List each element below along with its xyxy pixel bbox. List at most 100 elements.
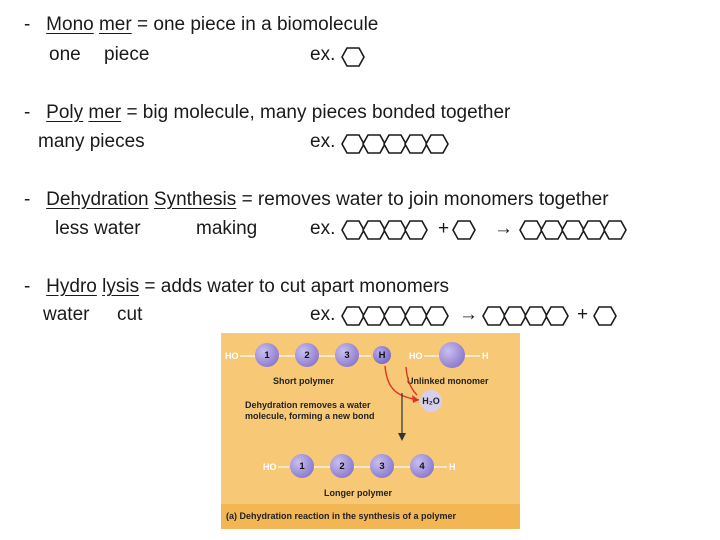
dehydration-sub-making: making <box>196 218 258 239</box>
hydrolysis-sub-water: water <box>43 304 90 325</box>
hexagon-icon <box>561 220 585 240</box>
monomer-number: 3 <box>379 461 384 472</box>
hexagon-icon <box>404 220 428 240</box>
monomer-circle <box>255 343 279 367</box>
hexagon-icon <box>603 220 627 240</box>
hexagon-icon <box>383 220 407 240</box>
down-arrow-icon <box>398 433 406 441</box>
dehydration-arrow: → <box>494 218 513 239</box>
hexagon-icon <box>452 220 476 240</box>
dehydration-reaction-figure: HO 1 2 3 H HO H Short polymer Unlinked m… <box>221 333 520 529</box>
arrow-head-icon <box>412 395 419 403</box>
term-prefix: Dehydration <box>46 189 149 210</box>
dehydration-definition: - Dehydration Synthesis = removes water … <box>24 189 609 211</box>
polymer-example-label: ex. <box>310 131 336 152</box>
monomer-hexagon-icon <box>341 47 365 67</box>
hydrolysis-definition: - Hydro lysis = adds water to cut apart … <box>24 276 449 298</box>
hydrolysis-arrow: → <box>459 304 478 325</box>
dehydration-single-hexagon-icon <box>452 220 476 240</box>
unlinked-monomer-label: Unlinked monomer <box>407 376 489 386</box>
bullet-dash: - <box>24 189 31 210</box>
bullet-dash: - <box>24 102 31 123</box>
hexagon-icon <box>425 134 449 154</box>
monomer-number: 4 <box>419 461 425 472</box>
water-molecule-circle <box>420 390 442 412</box>
hydrolysis-example-label: ex. <box>310 304 336 325</box>
hexagon-icon <box>362 306 386 326</box>
monomer-circle <box>370 454 394 478</box>
monomer-number: 2 <box>339 461 344 472</box>
definition-text: = big molecule, many pieces bonded toget… <box>126 102 511 123</box>
caption-band <box>221 504 520 529</box>
term-suffix: lysis <box>102 276 140 297</box>
figure-caption: (a) Dehydration reaction in the synthesi… <box>226 511 457 521</box>
monomer-circle <box>295 343 319 367</box>
polymer-hexagon-chain-icon <box>341 134 449 154</box>
monomer-circle <box>439 342 465 368</box>
monomer-number: 1 <box>299 461 305 472</box>
term-suffix: mer <box>98 14 132 35</box>
h-label: H <box>449 462 456 472</box>
monomer-example-label: ex. <box>310 44 336 65</box>
hexagon-icon <box>341 47 365 67</box>
monomer-number: 1 <box>264 350 270 361</box>
hexagon-icon <box>482 306 506 326</box>
hydrolysis-product-chain-icon <box>482 306 569 326</box>
hydrolysis-sub-cut: cut <box>117 304 143 325</box>
removal-text-line1: Dehydration removes a water <box>245 400 371 410</box>
h-label: H <box>482 351 489 361</box>
hexagon-icon <box>383 306 407 326</box>
hexagon-icon <box>519 220 543 240</box>
dehydration-plus: + <box>438 218 450 239</box>
ho-label: HO <box>263 462 277 472</box>
definition-text: = adds water to cut apart monomers <box>144 276 450 297</box>
bullet-dash: - <box>24 276 31 297</box>
hexagon-icon <box>404 306 428 326</box>
term-prefix: Poly <box>46 102 84 123</box>
hexagon-icon <box>503 306 527 326</box>
removal-text-line2: molecule, forming a new bond <box>245 411 375 421</box>
hexagon-icon <box>362 134 386 154</box>
monomer-circle <box>330 454 354 478</box>
hydrogen-circle <box>373 346 391 364</box>
longer-polymer-label: Longer polymer <box>324 488 393 498</box>
water-formula: H₂O <box>422 396 440 406</box>
dehydration-sub-less-water: less water <box>55 218 141 239</box>
ho-label: HO <box>409 351 423 361</box>
monomer-number: 2 <box>304 350 309 361</box>
hexagon-icon <box>362 220 386 240</box>
monomer-circle <box>290 454 314 478</box>
monomer-definition: - Mono mer = one piece in a biomolecule <box>24 14 378 36</box>
bullet-dash: - <box>24 14 31 35</box>
hydrogen-label: H <box>379 350 386 361</box>
hydrolysis-single-hexagon-icon <box>593 306 617 326</box>
hexagon-icon <box>383 134 407 154</box>
term-suffix: Synthesis <box>153 189 237 210</box>
hexagon-icon <box>341 306 365 326</box>
dehydration-product-chain-icon <box>519 220 627 240</box>
dehydration-example-label: ex. <box>310 218 336 239</box>
definition-text: = one piece in a biomolecule <box>137 14 379 35</box>
monomer-number: 3 <box>344 350 349 361</box>
dehydration-reaction-diagram: HO 1 2 3 H HO H Short polymer Unlinked m… <box>221 342 520 529</box>
hexagon-icon <box>593 306 617 326</box>
term-prefix: Mono <box>46 14 94 35</box>
monomer-circle <box>335 343 359 367</box>
term-prefix: Hydro <box>46 276 97 297</box>
monomer-circle <box>410 454 434 478</box>
hexagon-icon <box>341 220 365 240</box>
hydrolysis-plus: + <box>577 304 589 325</box>
hexagon-icon <box>524 306 548 326</box>
monomer-sub-one: one <box>49 44 81 65</box>
hexagon-icon <box>545 306 569 326</box>
hexagon-icon <box>540 220 564 240</box>
hydrolysis-hexagon-chain-icon <box>341 306 449 326</box>
short-polymer-label: Short polymer <box>273 376 335 386</box>
polymer-definition: - Poly mer = big molecule, many pieces b… <box>24 102 510 124</box>
hexagon-icon <box>582 220 606 240</box>
definition-text: = removes water to join monomers togethe… <box>241 189 609 210</box>
dehydration-hexagon-chain-icon <box>341 220 428 240</box>
term-suffix: mer <box>88 102 122 123</box>
hexagon-icon <box>341 134 365 154</box>
hexagon-icon <box>425 306 449 326</box>
